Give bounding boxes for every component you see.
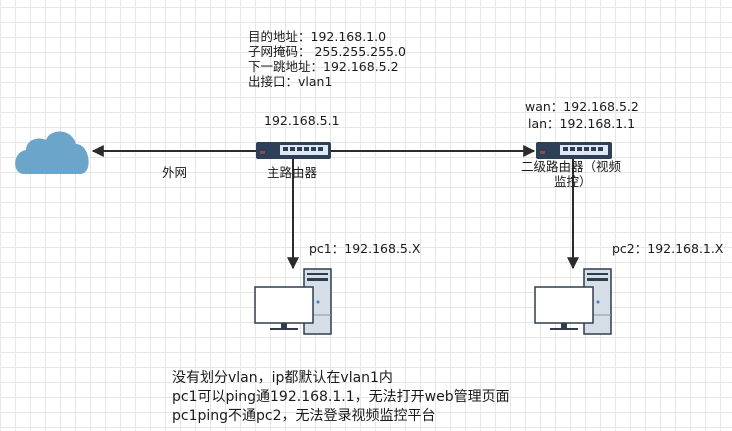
secondary-router-wan: wan：192.168.5.2 xyxy=(525,99,639,114)
route-next-hop: 下一跳地址：192.168.5.2 xyxy=(248,59,399,74)
internet-cloud-icon[interactable] xyxy=(15,131,89,174)
pc2-label: pc2：192.168.1.X xyxy=(612,241,724,256)
secondary-router-label-line2: 监控） xyxy=(554,174,592,189)
secondary-router-lan: lan：192.168.1.1 xyxy=(528,116,636,131)
note-line-1: 没有划分vlan，ip都默认在vlan1内 xyxy=(172,370,393,386)
route-out-interface: 出接口：vlan1 xyxy=(248,74,333,89)
route-subnet-mask: 子网掩码： 255.255.255.0 xyxy=(248,44,406,59)
main-router-label: 主路由器 xyxy=(267,165,318,180)
route-dest-address: 目的地址：192.168.1.0 xyxy=(248,29,387,44)
pc1-label: pc1：192.168.5.X xyxy=(309,241,421,256)
note-line-3: pc1ping不通pc2，无法登录视频监控平台 xyxy=(172,408,436,424)
pc2-computer-icon[interactable] xyxy=(534,268,612,335)
note-line-2: pc1可以ping通192.168.1.1，无法打开web管理页面 xyxy=(172,389,510,405)
main-router-icon[interactable] xyxy=(256,142,331,159)
main-router-ip: 192.168.5.1 xyxy=(264,113,340,128)
pc1-computer-icon[interactable] xyxy=(254,268,332,335)
secondary-router-label-line1: 二级路由器（视频 xyxy=(521,159,622,174)
internet-label: 外网 xyxy=(162,165,188,180)
secondary-router-icon[interactable] xyxy=(536,142,612,159)
